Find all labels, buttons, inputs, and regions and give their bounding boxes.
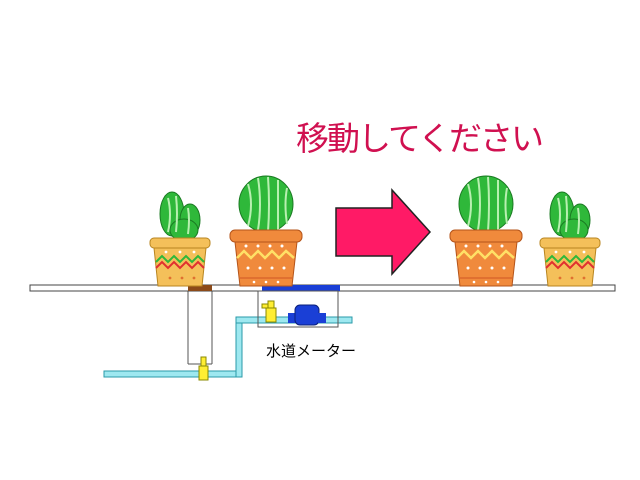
potted-cactus-left-large — [228, 174, 304, 288]
valve-box — [187, 291, 213, 365]
potted-cactus-right-large — [448, 174, 524, 288]
right-arrow-icon — [335, 188, 432, 276]
water-meter-icon — [288, 304, 326, 326]
page-title: 移動してください — [296, 119, 544, 158]
water-meter-box — [257, 285, 340, 328]
valve-cover — [188, 285, 212, 291]
potted-cactus-left-small — [149, 191, 211, 287]
water-meter-label: 水道メーター — [266, 342, 357, 360]
potted-cactus-right-small — [539, 191, 601, 287]
valve-icon — [198, 356, 209, 381]
meter-valve-icon — [261, 300, 277, 323]
